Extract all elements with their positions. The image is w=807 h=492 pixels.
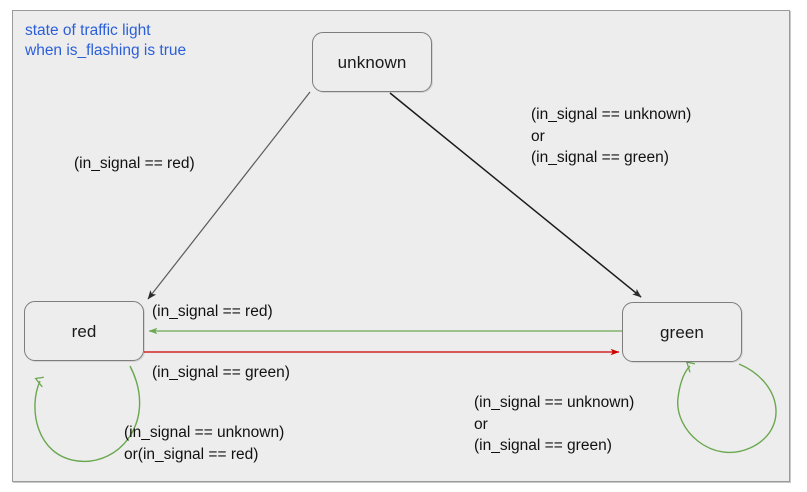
edge-label-green-self-loop: (in_signal == unknown) or (in_signal == … (474, 394, 635, 454)
state-label-green: green (660, 322, 704, 342)
edge-label-unknown-to-green: (in_signal == unknown) or (in_signal == … (531, 106, 692, 166)
edge-label-green-to-red: (in_signal == red) (152, 303, 273, 320)
state-label-red: red (71, 321, 97, 341)
edge-label-red-self-loop: (in_signal == unknown) or(in_signal == r… (124, 424, 285, 463)
diagram-title: state of traffic light when is_flashing … (25, 22, 187, 59)
state-node-unknown[interactable]: unknown (312, 32, 432, 92)
state-label-unknown: unknown (337, 52, 407, 72)
edge-label-unknown-to-red: (in_signal == red) (74, 155, 195, 172)
edge-label-red-to-green: (in_signal == green) (152, 364, 290, 381)
state-node-green[interactable]: green (622, 302, 742, 362)
state-node-red[interactable]: red (24, 301, 144, 361)
